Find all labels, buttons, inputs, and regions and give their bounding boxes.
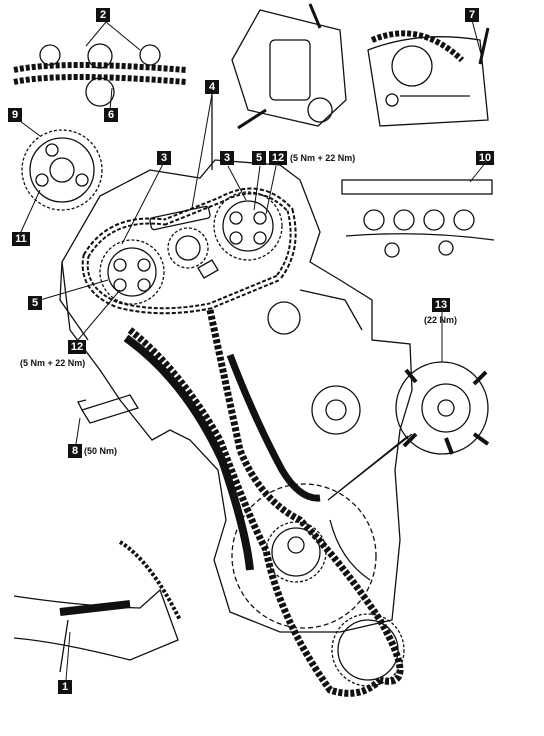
tensioner-bolt xyxy=(77,394,139,424)
boss-small xyxy=(287,536,305,554)
engine-block-outline xyxy=(61,159,413,633)
callout-12-left: 12 xyxy=(68,340,86,354)
left-camshaft-sprocket xyxy=(99,239,165,305)
detail-circle-dashed xyxy=(231,483,377,629)
callout-9: 9 xyxy=(8,108,22,122)
intermediate-sprocket xyxy=(167,227,209,269)
boss-upper xyxy=(267,301,301,335)
tensioner-small xyxy=(197,259,219,279)
detail-13-hub xyxy=(421,383,471,433)
callout-5-left: 5 xyxy=(28,296,42,310)
upper-timing-chain-inner xyxy=(83,189,295,313)
detail-13-center xyxy=(437,399,455,417)
inset-camshafts-2-6 xyxy=(12,39,187,107)
detail-13-leader xyxy=(327,433,413,501)
oil-pump-sprocket-teeth xyxy=(331,613,405,687)
callout-11: 11 xyxy=(12,232,30,246)
boss-middle-outer xyxy=(311,385,361,435)
callout-5-right: 5 xyxy=(252,151,266,165)
callout-12-top: 12 xyxy=(269,151,287,165)
oil-channel xyxy=(329,519,371,581)
tension-rail xyxy=(123,334,254,571)
boss-middle-inner xyxy=(325,399,347,421)
lower-timing-chain-left xyxy=(127,327,383,697)
callout-1: 1 xyxy=(58,680,72,694)
upper-timing-chain xyxy=(81,187,297,315)
torque-spec-8: (50 Nm) xyxy=(84,446,118,456)
callout-4: 4 xyxy=(205,80,219,94)
oil-pump-sprocket xyxy=(337,619,399,681)
guide-rail xyxy=(226,353,321,502)
inset-tensioner-7 xyxy=(367,27,490,127)
crankshaft-sprocket xyxy=(271,527,321,577)
head-cover-edge xyxy=(59,261,89,341)
torque-spec-12-top: (5 Nm + 22 Nm) xyxy=(290,153,356,163)
callout-2: 2 xyxy=(96,8,110,22)
right-camshaft-sprocket xyxy=(213,191,283,261)
inset-sprocket-9-11 xyxy=(21,129,103,211)
callout-7: 7 xyxy=(465,8,479,22)
callout-3-left: 3 xyxy=(157,151,171,165)
crankshaft-sprocket-teeth xyxy=(265,521,327,583)
inset-cylinder-head-10 xyxy=(337,175,501,261)
callout-3-right: 3 xyxy=(220,151,234,165)
lower-timing-chain-right xyxy=(206,309,404,685)
torque-spec-13: (22 Nm) xyxy=(424,315,458,325)
inset-flywheel-1 xyxy=(13,540,182,673)
chain-guide-upper xyxy=(149,205,211,231)
callout-13: 13 xyxy=(432,298,450,312)
callout-8: 8 xyxy=(68,444,82,458)
detail-13-arrows xyxy=(402,368,490,455)
callout-6: 6 xyxy=(104,108,118,122)
torque-spec-12-left: (5 Nm + 22 Nm) xyxy=(20,358,86,368)
callout-10: 10 xyxy=(476,151,494,165)
inset-chain-guide-4 xyxy=(211,3,347,170)
block-rib xyxy=(299,289,363,331)
